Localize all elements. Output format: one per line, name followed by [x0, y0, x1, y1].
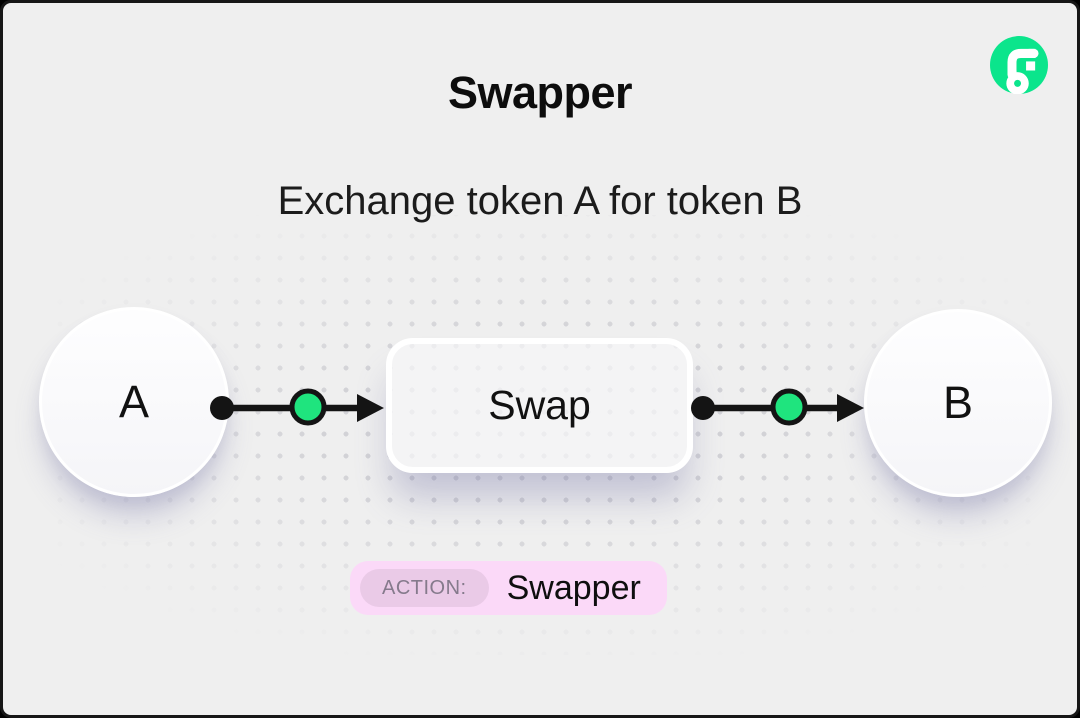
swap-process-node: Swap [386, 338, 693, 473]
connector-a-to-swap [210, 388, 384, 426]
flow-token-dot [289, 388, 327, 426]
action-badge-value: Swapper [506, 568, 641, 607]
token-a-label: A [118, 376, 149, 427]
swap-label: Swap [488, 382, 591, 428]
flow-token-dot [770, 388, 808, 426]
token-a-node: A [39, 307, 229, 497]
action-badge: ACTION: Swapper [350, 561, 667, 615]
action-badge-label-pill: ACTION: [360, 569, 489, 607]
connector-arrows [210, 388, 864, 426]
arrowhead-icon [837, 394, 864, 422]
source-port-dot [691, 396, 715, 420]
page-title: Swapper [447, 67, 633, 118]
token-b-label: B [942, 377, 973, 428]
token-b-node: B [864, 309, 1052, 497]
connector-swap-to-b [691, 388, 864, 426]
flow-logo-icon [990, 36, 1048, 94]
source-port-dot [210, 396, 234, 420]
action-badge-label: ACTION: [382, 576, 467, 599]
page-subtitle: Exchange token A for token B [277, 179, 803, 223]
arrowhead-icon [357, 394, 384, 422]
